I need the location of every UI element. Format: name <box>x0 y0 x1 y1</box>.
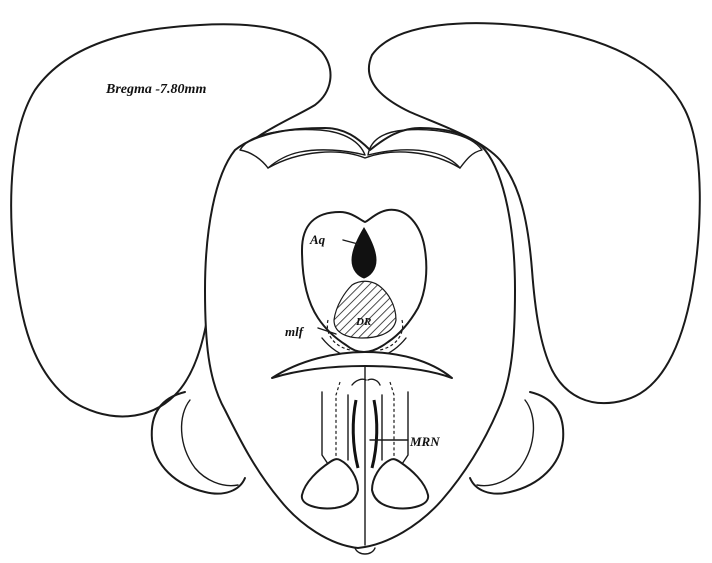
mrn-label: MRN <box>409 434 440 449</box>
mlf-label: mlf <box>285 324 305 339</box>
dr-label: DR <box>355 316 371 328</box>
aq-label: Aq <box>309 232 326 247</box>
bregma-label: Bregma -7.80mm <box>105 82 206 97</box>
